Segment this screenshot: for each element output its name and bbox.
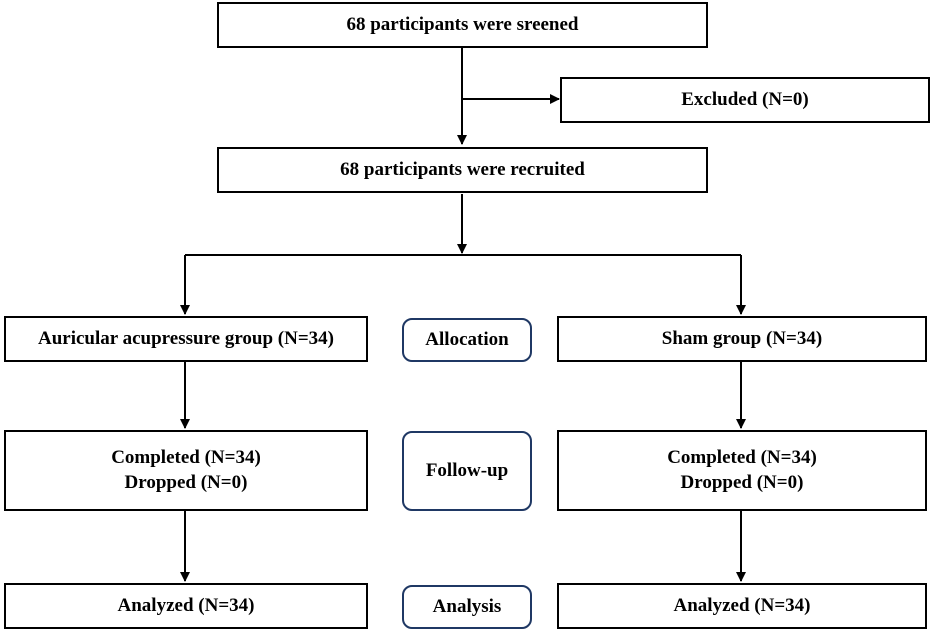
left-followup-box: Completed (N=34) Dropped (N=0) [4,430,368,511]
left-completed-label: Completed (N=34) [111,446,261,468]
left-analyzed-label: Analyzed (N=34) [117,594,255,616]
right-analyzed-label: Analyzed (N=34) [673,594,811,616]
screened-label: 68 participants were sreened [346,13,579,35]
followup-label: Follow-up [425,460,509,481]
left-group-label: Auricular acupressure group (N=34) [37,327,334,349]
allocation-label: Allocation [425,329,509,350]
left-group-box: Auricular acupressure group (N=34) [4,316,368,362]
recruited-label: 68 participants were recruited [340,158,585,180]
right-group-box: Sham group (N=34) [557,316,927,362]
right-dropped-label: Dropped (N=0) [680,471,804,493]
right-analyzed-box: Analyzed (N=34) [557,583,927,629]
screened-box: 68 participants were sreened [217,2,708,48]
allocation-stage: Allocation [402,318,532,362]
excluded-box: Excluded (N=0) [560,77,930,123]
excluded-label: Excluded (N=0) [681,88,809,110]
analysis-label: Analysis [432,596,502,617]
recruited-box: 68 participants were recruited [217,147,708,193]
left-dropped-label: Dropped (N=0) [124,471,248,493]
left-analyzed-box: Analyzed (N=34) [4,583,368,629]
right-group-label: Sham group (N=34) [661,327,823,349]
followup-stage: Follow-up [402,431,532,511]
analysis-stage: Analysis [402,585,532,629]
right-completed-label: Completed (N=34) [667,446,817,468]
right-followup-box: Completed (N=34) Dropped (N=0) [557,430,927,511]
